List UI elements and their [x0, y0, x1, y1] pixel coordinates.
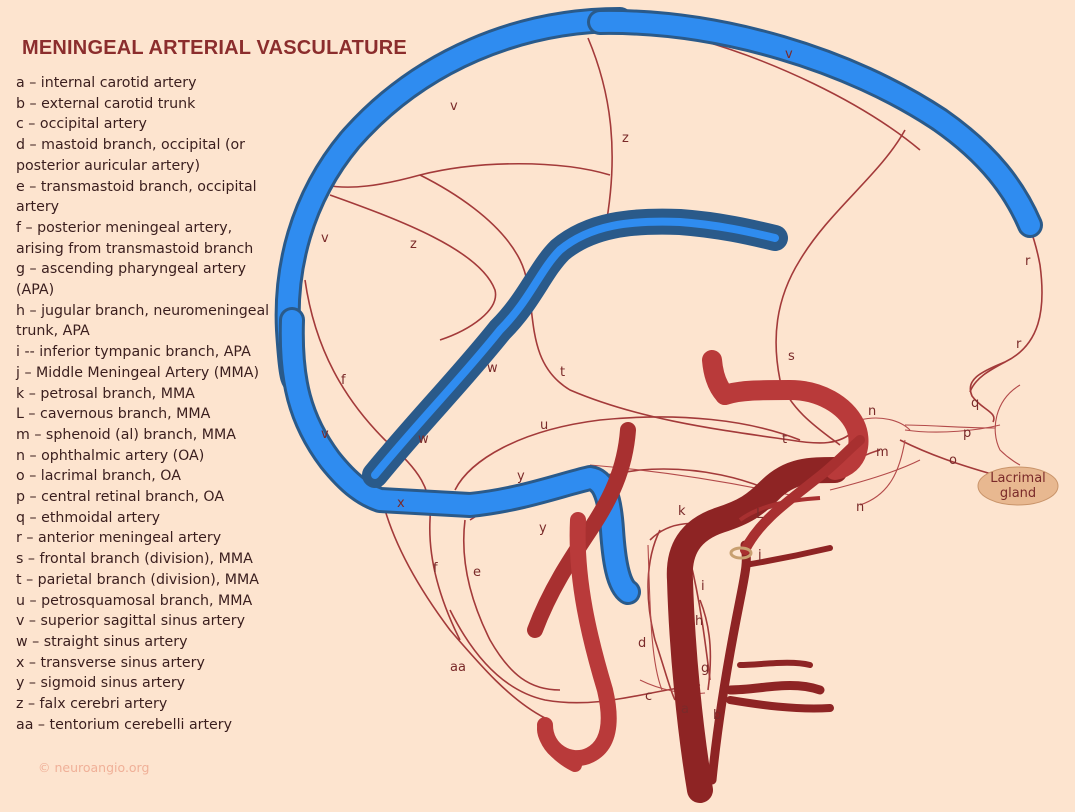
copyright: © neuroangio.org [38, 760, 150, 775]
label-n: n [856, 500, 864, 515]
label-q: q [971, 396, 979, 411]
label-t: t [560, 365, 565, 380]
legend-item-z: z – falx cerebri artery [16, 696, 168, 713]
legend-item-t: t – parietal branch (division), MMA [16, 571, 259, 588]
dural-sinuses [274, 7, 1043, 605]
legend-item-b: b – external carotid trunk [16, 95, 196, 112]
page-title: MENINGEAL ARTERIAL VASCULATURE [22, 37, 407, 59]
legend-item-r: r – anterior meningeal artery [16, 530, 222, 547]
legend-item-v: v – superior sagittal sinus artery [16, 613, 245, 630]
label-e: e [473, 565, 481, 580]
legend: a – internal carotid artery b – external… [16, 73, 278, 736]
label-k: k [678, 504, 686, 519]
legend-item-y: y – sigmoid sinus artery [16, 675, 186, 692]
lacrimal-gland: Lacrimal gland [977, 466, 1059, 506]
legend-item-h: h – jugular branch, neuromeningeal trunk… [16, 302, 270, 340]
label-w: w [487, 361, 498, 376]
diagram-labels: v v v v z z r r s w w t t f f q n n p m … [321, 47, 1031, 723]
label-p: p [963, 426, 971, 441]
legend-item-k: k – petrosal branch, MMA [16, 385, 195, 402]
label-y: y [539, 521, 547, 536]
label-a: a [681, 702, 689, 717]
legend-item-g: g – ascending pharyngeal artery (APA) [16, 261, 247, 299]
legend-item-o: o – lacrimal branch, OA [16, 468, 181, 485]
legend-item-n: n – ophthalmic artery (OA) [16, 447, 205, 464]
label-j: j [757, 548, 762, 563]
label-o: o [949, 453, 957, 468]
label-g: g [701, 661, 709, 676]
legend-item-L: L – cavernous branch, MMA [16, 406, 211, 423]
label-f: f [341, 373, 346, 388]
major-arteries [527, 350, 869, 803]
label-aa: aa [450, 660, 466, 675]
label-d: d [638, 636, 646, 651]
label-v: v [450, 99, 458, 114]
legend-item-aa: aa – tentorium cerebelli artery [16, 716, 233, 733]
label-v: v [785, 47, 793, 62]
label-u: u [540, 418, 548, 433]
label-r: r [1025, 254, 1031, 269]
legend-item-q: q – ethmoidal artery [16, 509, 161, 526]
label-f: f [433, 561, 438, 576]
lacrimal-gland-label-line1: Lacrimal [990, 471, 1046, 486]
legend-item-u: u – petrosquamosal branch, MMA [16, 592, 253, 609]
legend-item-e: e – transmastoid branch, occipital arter… [16, 178, 257, 216]
legend-item-f: f – posterior meningeal artery, arising … [16, 219, 254, 257]
label-L: L [756, 507, 764, 522]
label-t: t [782, 432, 787, 447]
foramen-spinosum-ring [729, 546, 753, 560]
legend-item-a: a – internal carotid artery [16, 75, 197, 91]
label-m: m [876, 445, 889, 460]
legend-item-m: m – sphenoid (al) branch, MMA [16, 426, 236, 443]
label-v: v [321, 231, 329, 246]
lacrimal-gland-label-line2: gland [1000, 486, 1036, 501]
label-v: v [321, 427, 329, 442]
label-z: z [622, 131, 629, 146]
label-r: r [1016, 337, 1022, 352]
label-w: w [418, 432, 429, 447]
label-x: x [397, 496, 405, 511]
legend-item-j: j – Middle Meningeal Artery (MMA) [16, 364, 260, 381]
legend-item-i: i -- inferior tympanic branch, APA [16, 344, 251, 361]
label-b: b [713, 708, 721, 723]
legend-item-s: s – frontal branch (division), MMA [16, 551, 253, 568]
label-z: z [410, 237, 417, 252]
label-i: i [701, 579, 705, 594]
legend-item-p: p – central retinal branch, OA [16, 489, 225, 506]
label-n: n [868, 404, 876, 419]
label-c: c [645, 689, 652, 704]
label-h: h [695, 614, 703, 629]
legend-item-w: w – straight sinus artery [16, 633, 188, 650]
legend-item-x: x – transverse sinus artery [16, 654, 205, 671]
legend-item-c: c – occipital artery [16, 116, 147, 133]
label-s: s [788, 349, 795, 364]
label-y: y [517, 469, 525, 484]
legend-item-d: d – mastoid branch, occipital (or poster… [16, 137, 245, 174]
